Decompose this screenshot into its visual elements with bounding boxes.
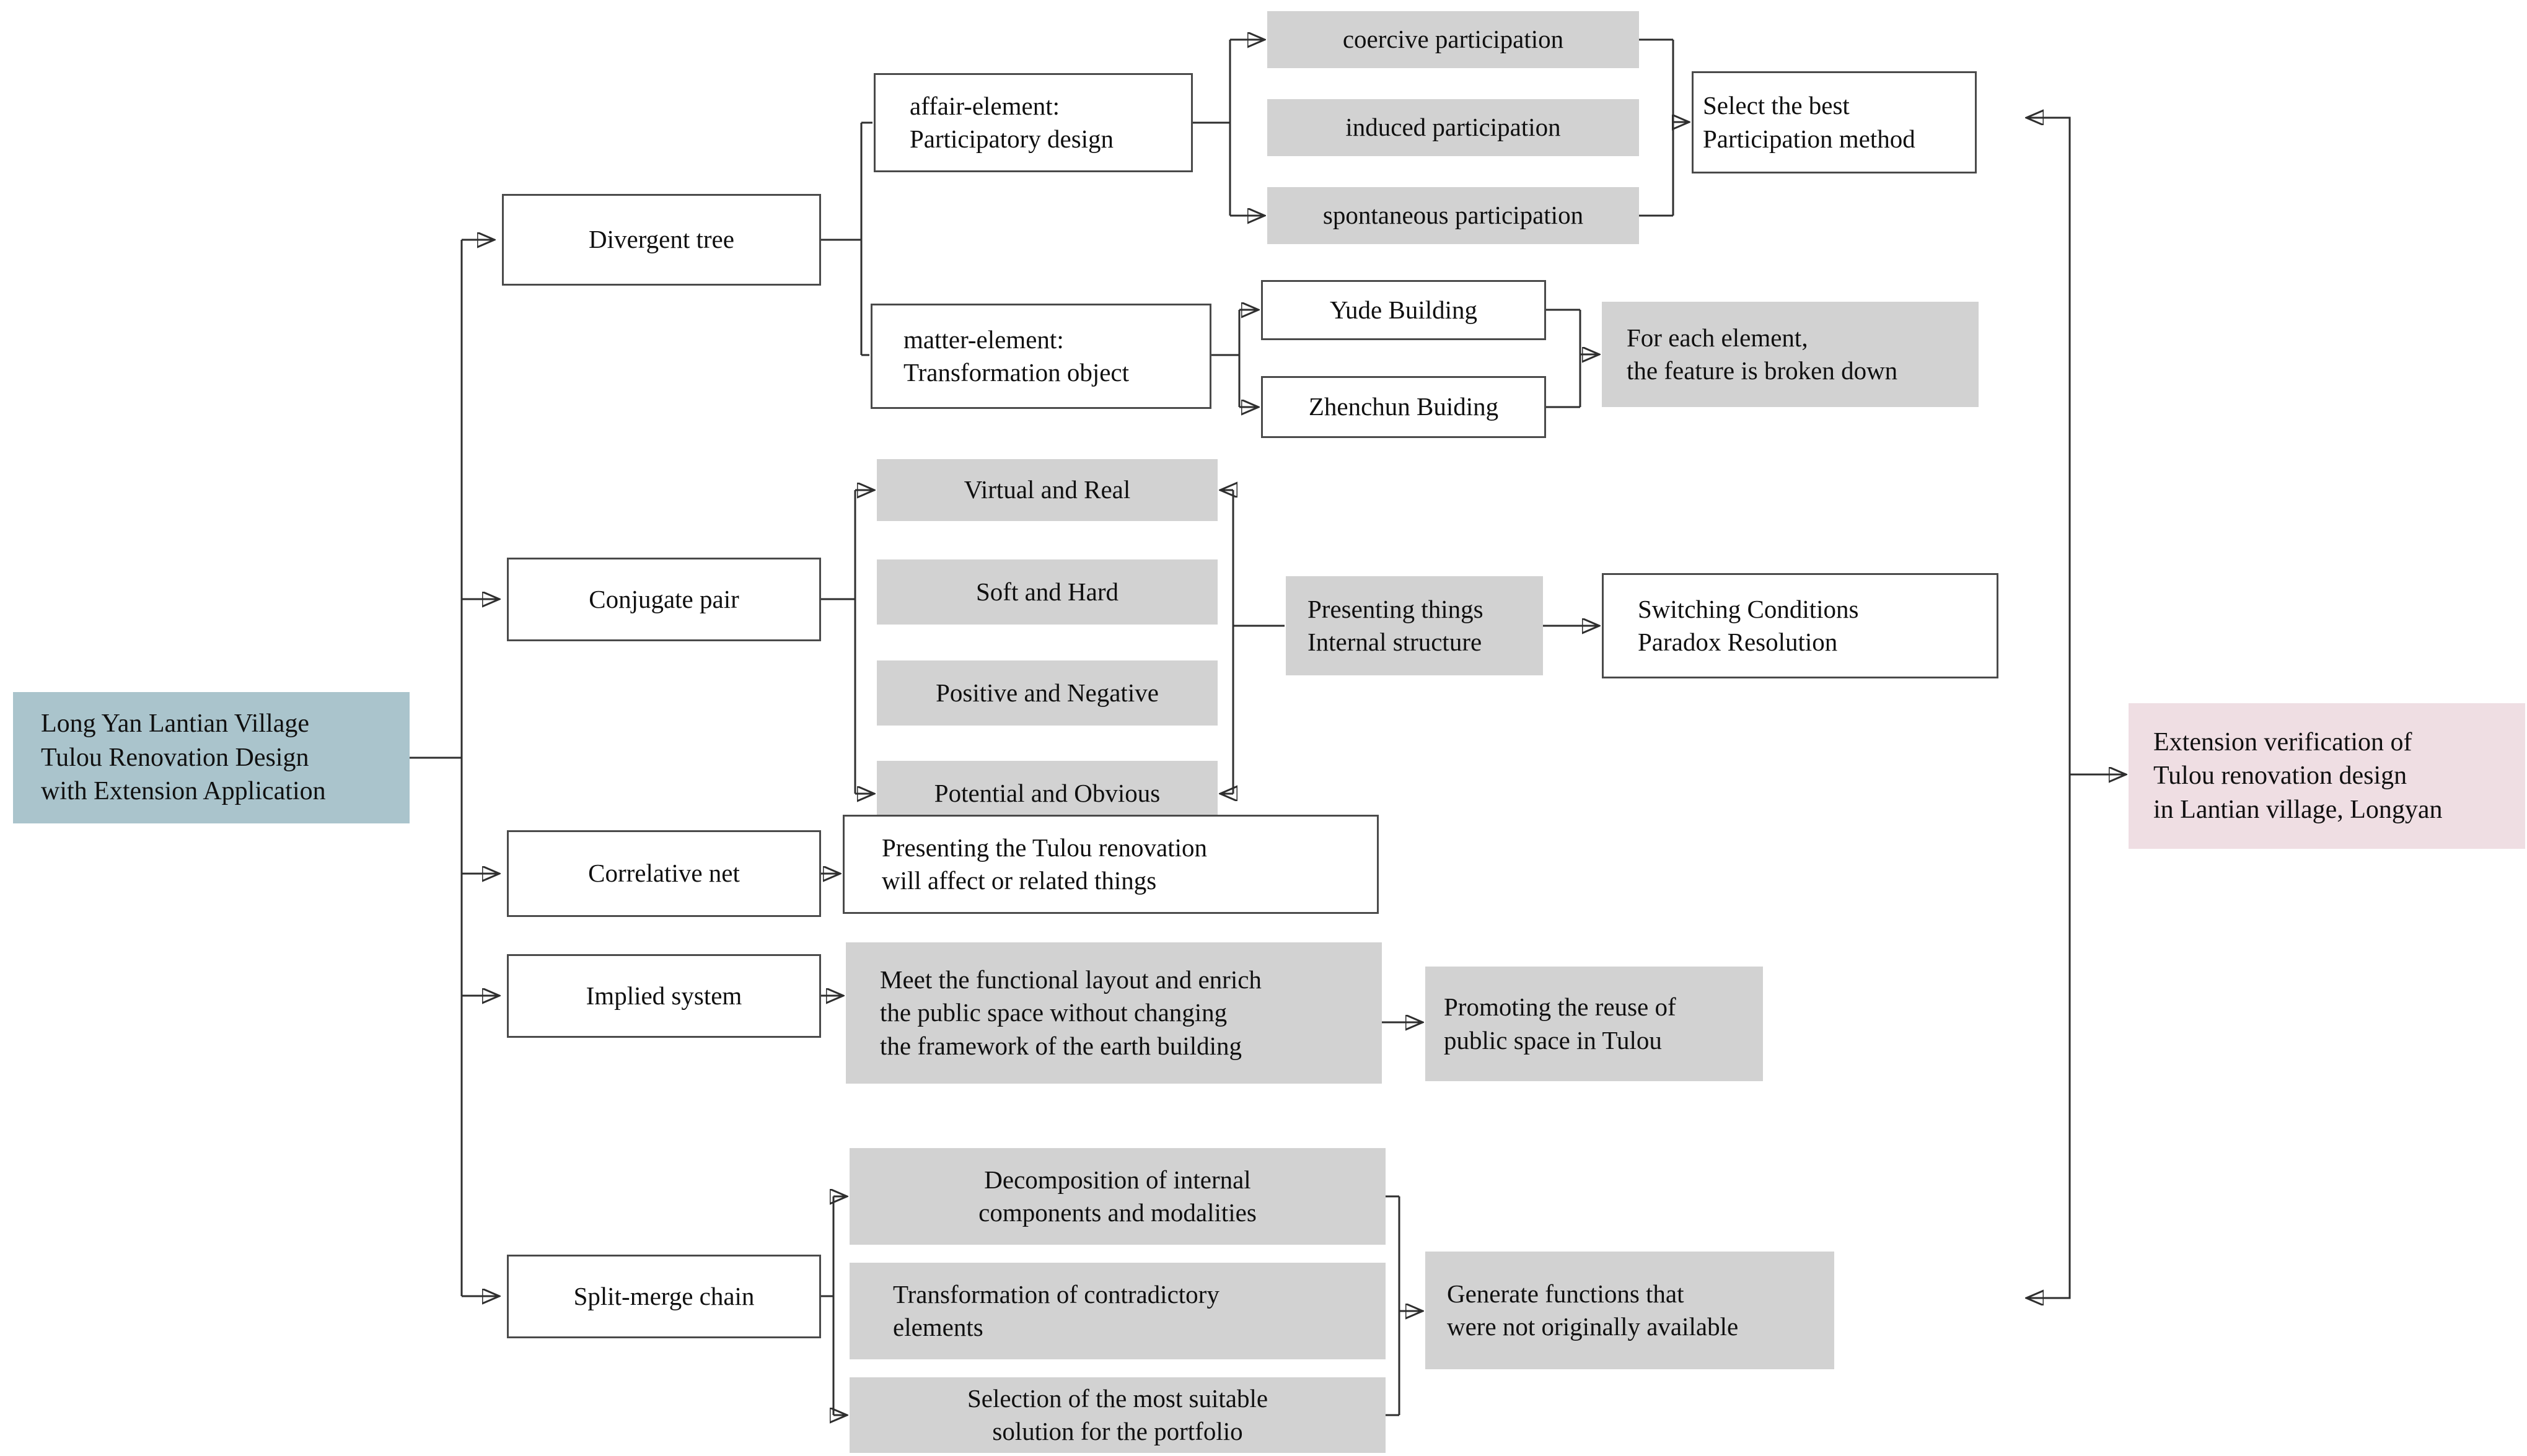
node-coercive-participation: coercive participation bbox=[1267, 11, 1639, 68]
node-presenting-tulou-renovation: Presenting the Tulou renovation will aff… bbox=[843, 815, 1379, 914]
node-conjugate-pair: Conjugate pair bbox=[507, 558, 821, 641]
node-root: Long Yan Lantian Village Tulou Renovatio… bbox=[13, 692, 410, 823]
node-split-merge-chain: Split-merge chain bbox=[507, 1255, 821, 1338]
node-promoting-reuse: Promoting the reuse of public space in T… bbox=[1425, 967, 1763, 1081]
node-select-best-method: Select the best Participation method bbox=[1692, 71, 1977, 173]
node-generate-functions: Generate functions that were not origina… bbox=[1425, 1252, 1834, 1369]
node-correlative-net: Correlative net bbox=[507, 830, 821, 917]
node-virtual-and-real: Virtual and Real bbox=[877, 459, 1218, 521]
node-positive-and-negative: Positive and Negative bbox=[877, 660, 1218, 726]
node-selection-suitable: Selection of the most suitable solution … bbox=[850, 1377, 1386, 1453]
node-transformation-contradictory: Transformation of contradictory elements bbox=[850, 1263, 1386, 1359]
node-implied-system: Implied system bbox=[507, 954, 821, 1038]
node-soft-and-hard: Soft and Hard bbox=[877, 559, 1218, 625]
node-extension-verification: Extension verification of Tulou renovati… bbox=[2129, 703, 2525, 849]
node-matter-element: matter-element: Transformation object bbox=[871, 304, 1211, 409]
node-presenting-internal-structure: Presenting things Internal structure bbox=[1286, 576, 1543, 675]
node-divergent-tree: Divergent tree bbox=[502, 194, 821, 286]
node-zhenchun-building: Zhenchun Buiding bbox=[1261, 376, 1546, 438]
node-meet-functional-layout: Meet the functional layout and enrich th… bbox=[846, 942, 1382, 1084]
node-decomposition: Decomposition of internal components and… bbox=[850, 1148, 1386, 1245]
node-yude-building: Yude Building bbox=[1261, 280, 1546, 340]
node-switching-conditions: Switching Conditions Paradox Resolution bbox=[1602, 573, 1998, 678]
node-induced-participation: induced participation bbox=[1267, 99, 1639, 156]
node-spontaneous-participation: spontaneous participation bbox=[1267, 187, 1639, 244]
node-feature-broken-down: For each element, the feature is broken … bbox=[1602, 302, 1979, 407]
node-affair-element: affair-element: Participatory design bbox=[874, 73, 1193, 172]
